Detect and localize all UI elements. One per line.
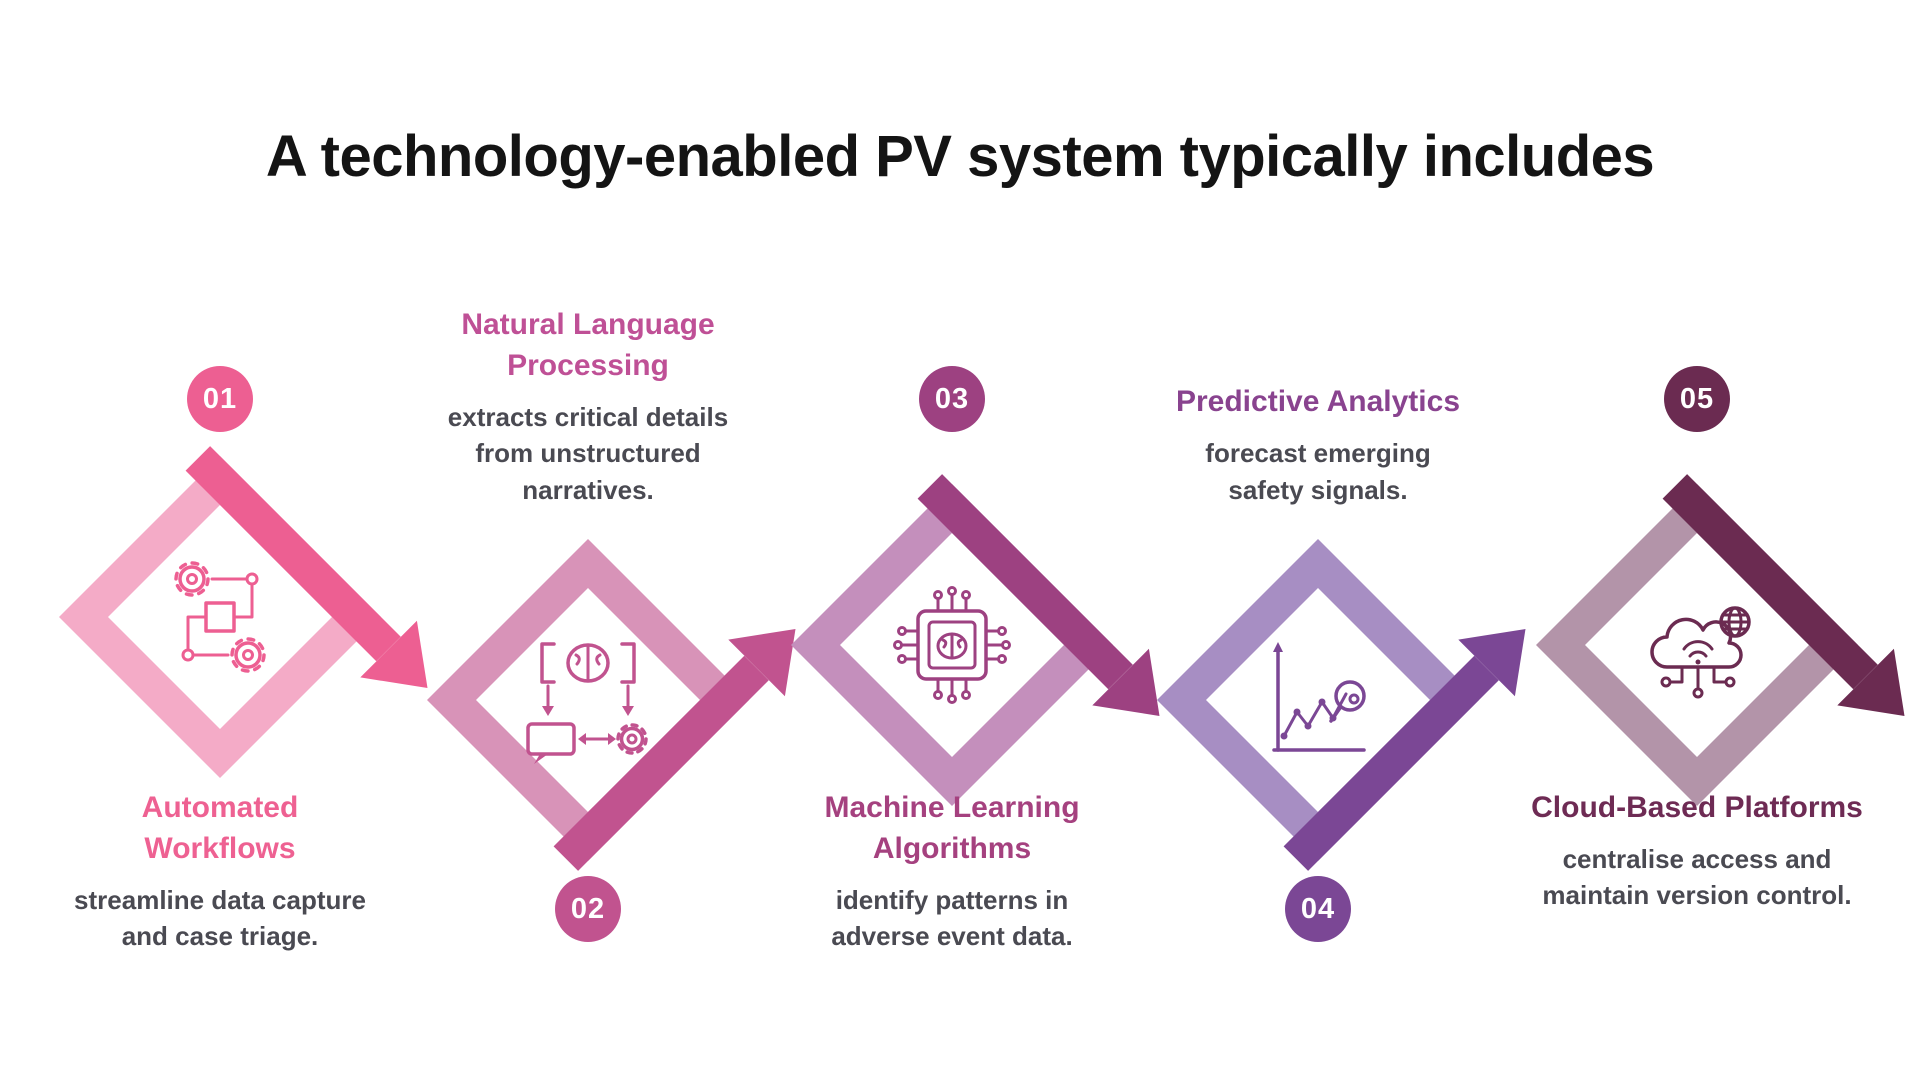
- step-number: 01: [202, 382, 238, 415]
- step-title: Natural Language Processing: [461, 308, 715, 383]
- step-1-automated-workflows: 01 A: [40, 0, 428, 1080]
- predictive-chart-magnifier-icon: [1272, 642, 1366, 752]
- diamond-arrow-graphic: [1157, 539, 1526, 871]
- step-number: 02: [570, 892, 606, 925]
- step-number-badge: 02: [555, 876, 621, 942]
- step-description: identify patterns in adverse event data.: [831, 884, 1073, 951]
- page-title: A technology-enabled PV system typically…: [265, 123, 1655, 189]
- step-description: forecast emerging safety signals.: [1205, 438, 1431, 505]
- arrow-band: [1283, 629, 1526, 871]
- arrow-band: [1662, 474, 1905, 716]
- diamond-arrow-graphic: [791, 474, 1160, 806]
- step-4-predictive-analytics: Predictive Analytics forecast emerging s…: [1138, 0, 1526, 1080]
- step-title: Automated Workflows: [141, 791, 299, 865]
- arrow-band: [185, 446, 428, 688]
- machine-learning-chip-icon: [893, 586, 1011, 704]
- step-description: extracts critical details from unstructu…: [447, 401, 729, 505]
- step-number-badge: 04: [1285, 876, 1351, 942]
- step-number-badge: 05: [1664, 366, 1730, 432]
- diamond-arrow-graphic: [427, 539, 796, 871]
- arrow-band: [917, 474, 1160, 716]
- nlp-brain-icon: [526, 642, 648, 764]
- step-title: Predictive Analytics: [1175, 385, 1461, 419]
- arrow-band: [553, 629, 796, 871]
- step-number-badge: 01: [187, 366, 253, 432]
- step-number: 05: [1679, 382, 1715, 415]
- step-description: streamline data capture and case triage.: [74, 884, 366, 951]
- step-number: 03: [934, 382, 970, 415]
- diamond-arrow-graphic: [59, 446, 428, 778]
- step-number: 04: [1300, 892, 1336, 925]
- step-title: Cloud-Based Platforms: [1531, 791, 1863, 824]
- diamond-arrow-graphic: [1536, 474, 1905, 806]
- step-2-natural-language-processing: Natural Language Processing extracts cri…: [408, 0, 796, 1080]
- step-5-cloud-based-platforms: 05: [1507, 0, 1905, 1080]
- step-description: centralise access and maintain version c…: [1542, 843, 1852, 911]
- step-title: Machine Learning Algorithms: [824, 791, 1080, 865]
- workflow-gears-icon: [174, 561, 266, 673]
- cloud-platform-icon: [1650, 606, 1751, 699]
- step-number-badge: 03: [919, 366, 985, 432]
- step-3-machine-learning-algorithms: 03: [772, 0, 1160, 1080]
